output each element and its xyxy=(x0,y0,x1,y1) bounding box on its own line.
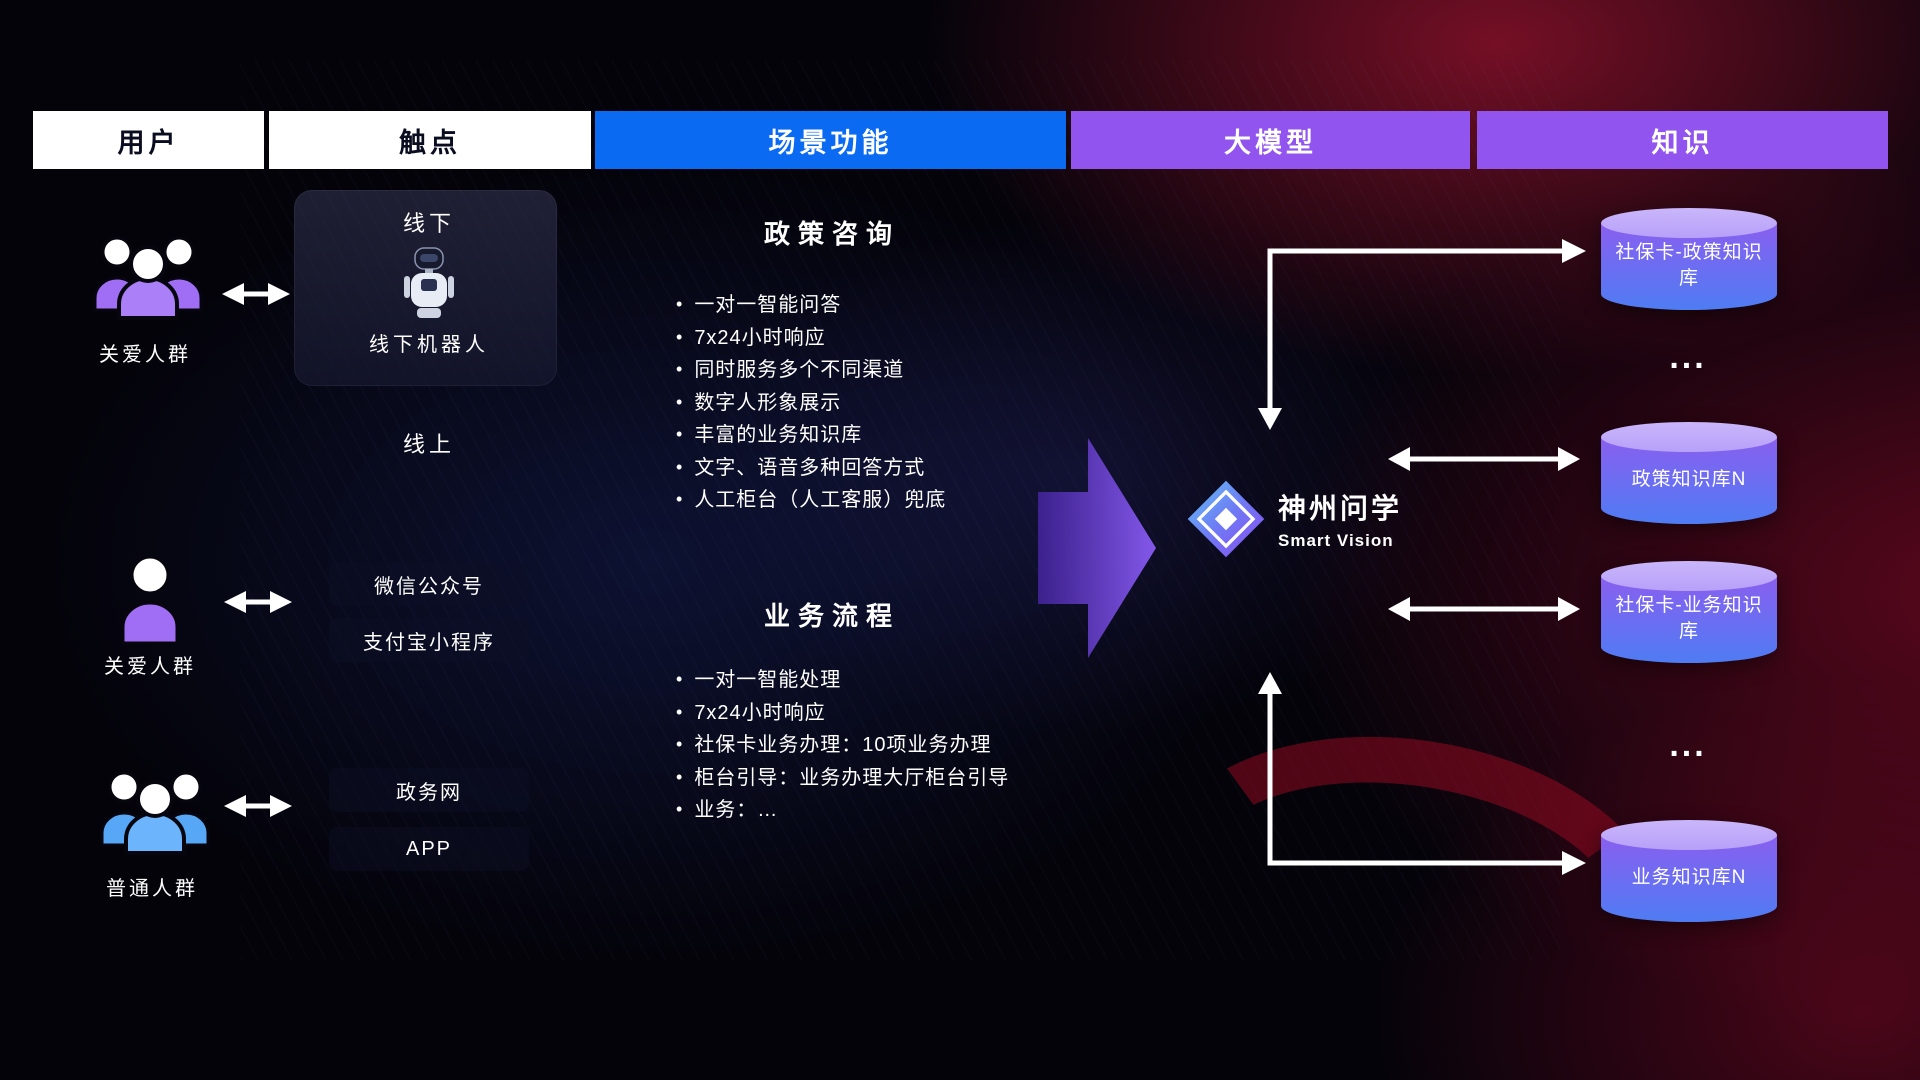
touchpoint-govweb: 政务网 xyxy=(329,768,529,812)
knowledge-db-label: 社保卡-业务知识库 xyxy=(1615,595,1763,642)
touchpoint-alipay: 支付宝小程序 xyxy=(329,618,529,662)
user-group-label: 关爱人群 xyxy=(104,656,196,678)
scenario-title-business: 业务流程 xyxy=(763,601,900,631)
scenario-bullet-item: 同时服务多个不同渠道 xyxy=(676,360,946,381)
user-group-label: 普通人群 xyxy=(106,878,198,900)
knowledge-ellipsis: ... xyxy=(1669,726,1707,764)
scenario-bullet-item: 业务：… xyxy=(676,800,1009,821)
online-title: 线上 xyxy=(402,432,455,457)
model-title-block: 神州问学 Smart Vision xyxy=(1278,487,1402,551)
scenario-bullet-item: 7x24小时响应 xyxy=(676,327,946,349)
scenario-bullet-item: 一对一智能问答 xyxy=(676,295,946,316)
column-header-users: 用户 xyxy=(33,111,264,169)
column-header-model: 大模型 xyxy=(1071,111,1470,169)
group-blue-icon xyxy=(100,771,210,855)
knowledge-db-sscard-business: 社保卡-业务知识库 xyxy=(1601,561,1777,663)
touchpoint-app: APP xyxy=(329,827,529,871)
cylinder-cap xyxy=(1601,561,1777,591)
model-subtitle: Smart Vision xyxy=(1278,531,1394,550)
knowledge-db-business-n: 业务知识库N xyxy=(1601,820,1777,922)
scenario-bullet-item: 一对一智能处理 xyxy=(676,670,1009,691)
robot-icon xyxy=(404,247,454,318)
group-purple-icon xyxy=(93,236,203,320)
person-purple-icon xyxy=(121,555,179,645)
user-group-label: 关爱人群 xyxy=(99,344,191,366)
scenario-list-business: 一对一智能处理 7x24小时响应 社保卡业务办理：10项业务办理 柜台引导：业务… xyxy=(676,670,1009,821)
scenario-bullet-item: 社保卡业务办理：10项业务办理 xyxy=(676,735,1009,756)
scenario-bullet-item: 7x24小时响应 xyxy=(676,702,1009,724)
smart-vision-logo-icon xyxy=(1187,480,1265,558)
scenario-bullet-item: 人工柜台（人工客服）兜底 xyxy=(676,490,946,511)
scenario-bullet-item: 丰富的业务知识库 xyxy=(676,425,946,446)
scenario-bullet-item: 数字人形象展示 xyxy=(676,392,946,414)
cylinder-cap xyxy=(1601,820,1777,850)
model-name: 神州问学 xyxy=(1278,493,1403,524)
scenario-bullet-item: 文字、语音多种回答方式 xyxy=(676,457,946,479)
touchpoint-wechat: 微信公众号 xyxy=(329,562,529,606)
scenario-title-policy: 政策咨询 xyxy=(763,219,900,249)
offline-robot-label: 线下机器人 xyxy=(369,334,489,356)
flow-arrow-large xyxy=(1038,438,1156,658)
column-header-touchpoints: 触点 xyxy=(269,111,591,169)
knowledge-db-sscard-policy: 社保卡-政策知识库 xyxy=(1601,208,1777,310)
cylinder-cap xyxy=(1601,422,1777,452)
column-header-knowledge: 知识 xyxy=(1477,111,1888,169)
knowledge-db-policy-n: 政策知识库N xyxy=(1601,422,1777,524)
offline-title: 线下 xyxy=(402,211,455,236)
column-header-scenarios: 场景功能 xyxy=(595,111,1066,169)
scenario-bullet-item: 柜台引导：业务办理大厅柜台引导 xyxy=(676,767,1009,789)
knowledge-db-label: 政策知识库N xyxy=(1631,469,1747,491)
cylinder-cap xyxy=(1601,208,1777,238)
knowledge-db-label: 社保卡-政策知识库 xyxy=(1615,242,1763,289)
scenario-list-policy: 一对一智能问答 7x24小时响应 同时服务多个不同渠道 数字人形象展示 丰富的业… xyxy=(676,295,946,511)
knowledge-ellipsis: ... xyxy=(1669,338,1707,376)
knowledge-db-label: 业务知识库N xyxy=(1631,867,1747,889)
